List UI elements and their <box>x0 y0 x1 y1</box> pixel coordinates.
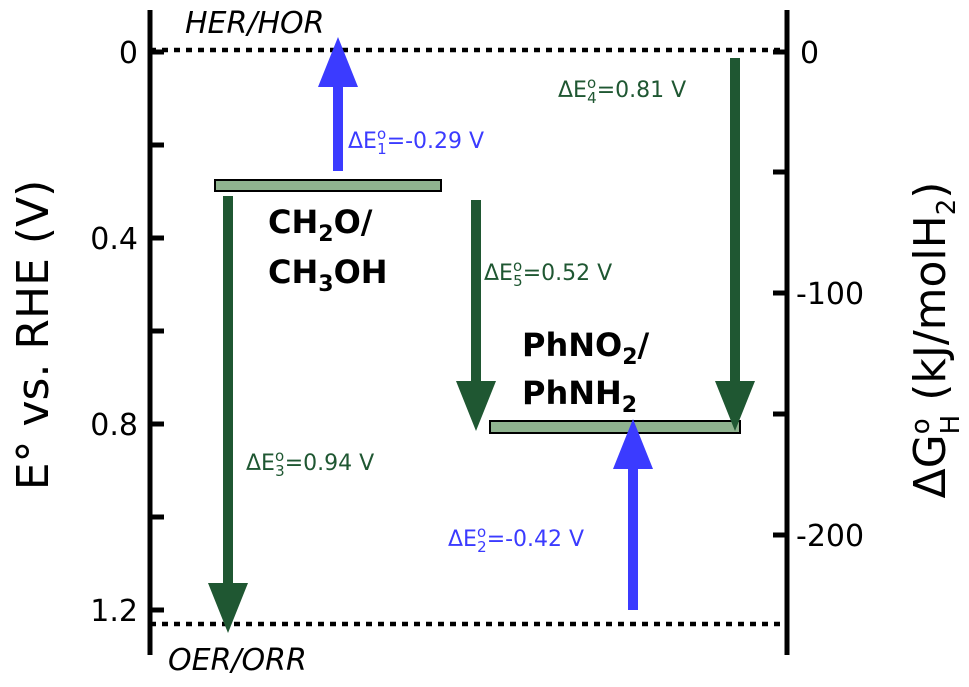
left-tick-1-2: 1.2 <box>90 594 138 629</box>
ch2o-label: CH2O/ <box>268 203 373 247</box>
reference-lines: HER/HOR OER/ORR <box>150 6 787 678</box>
right-tick-minus-200: -200 <box>796 519 864 554</box>
right-tick-0: 0 <box>800 36 819 71</box>
left-tick-0-4: 0.4 <box>90 222 138 257</box>
right-tick-minus-100: -100 <box>796 277 864 312</box>
right-axis-label: ΔGoH (kJ/molH2) <box>905 182 966 499</box>
oer-orr-label: OER/ORR <box>168 643 307 678</box>
left-axis-label: E° vs. RHE (V) <box>8 180 59 491</box>
left-tick-0-8: 0.8 <box>90 408 138 443</box>
phnh2-label: PhNH2 <box>522 374 637 418</box>
ch2o-ch3oh-level <box>214 179 442 192</box>
right-axis: 0 -100 -200 ΔGoH (kJ/molH2) <box>773 10 966 655</box>
her-hor-label: HER/HOR <box>185 6 324 41</box>
ch3oh-label: CH3OH <box>268 253 388 297</box>
phno2-phnh2-level <box>489 420 741 434</box>
left-tick-0: 0 <box>119 36 138 71</box>
phno2-label: PhNO2/ <box>522 326 650 370</box>
left-axis: 0 0.4 0.8 1.2 E° vs. RHE (V) <box>8 10 164 655</box>
